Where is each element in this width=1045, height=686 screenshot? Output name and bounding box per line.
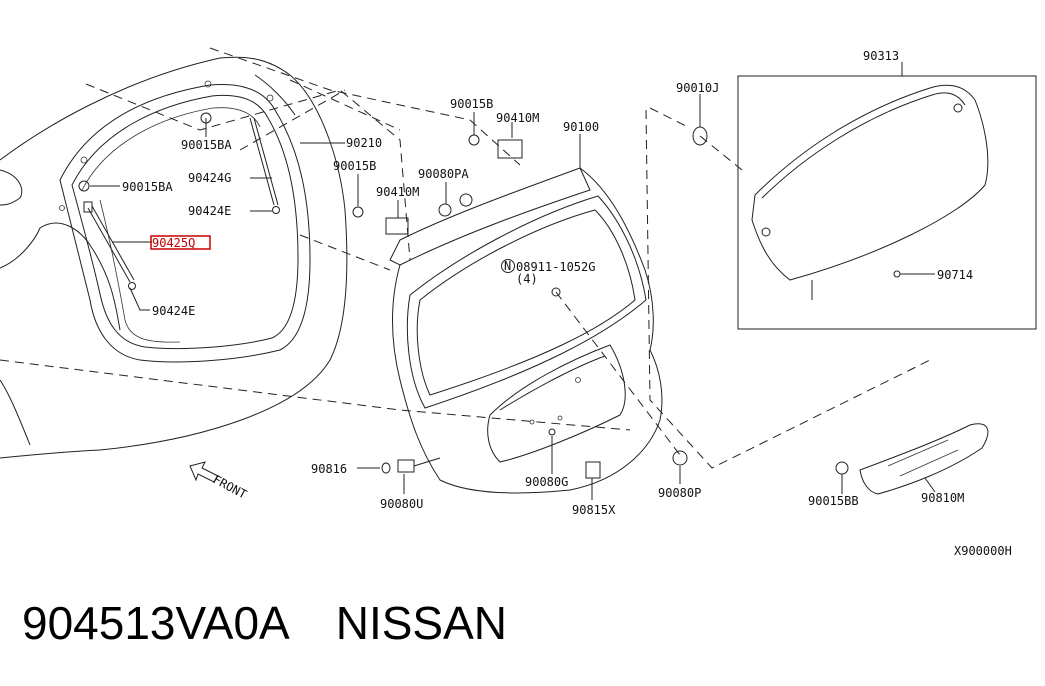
label-90410M-b: 90410M xyxy=(376,185,419,199)
label-circle-n xyxy=(501,259,515,273)
label-circle-n-glyph: N xyxy=(504,259,511,273)
label-90714: 90714 xyxy=(937,268,973,282)
label-90080U: 90080U xyxy=(380,497,423,511)
part-labels: 90015BA 90015BA 90424G 90424E 90425Q 904… xyxy=(122,49,1012,558)
caption-part-number: 904513VA0A xyxy=(22,597,290,649)
label-08911-qty: (4) xyxy=(516,272,538,286)
label-90015BA-b: 90015BA xyxy=(122,180,173,194)
label-90424G: 90424G xyxy=(188,171,231,185)
label-90815X: 90815X xyxy=(572,503,616,517)
label-90015BA-a: 90015BA xyxy=(181,138,232,152)
label-90424E-a: 90424E xyxy=(188,204,231,218)
label-90410M-a: 90410M xyxy=(496,111,539,125)
car-body-drawing xyxy=(0,56,348,459)
back-door-drawing xyxy=(389,167,663,494)
label-08911: 08911-1052G xyxy=(516,260,595,274)
label-90810M: 90810M xyxy=(921,491,964,505)
label-90816: 90816 xyxy=(311,462,347,476)
dashed-guide-lines xyxy=(0,47,931,469)
diagram-code: X900000H xyxy=(954,544,1012,558)
label-90080G: 90080G xyxy=(525,475,568,489)
label-90015BB: 90015BB xyxy=(808,494,859,508)
highlight-box xyxy=(150,235,211,250)
leader-lines xyxy=(90,62,936,500)
caption-brand: NISSAN xyxy=(335,597,507,649)
label-90015B-a: 90015B xyxy=(450,97,493,111)
label-90015B-b: 90015B xyxy=(333,159,376,173)
label-90100: 90100 xyxy=(563,120,599,134)
small-parts xyxy=(352,126,989,495)
front-arrow: FRONT xyxy=(189,461,249,502)
label-90313: 90313 xyxy=(863,49,899,63)
label-90210: 90210 xyxy=(346,136,382,150)
label-90424E-b: 90424E xyxy=(152,304,195,318)
label-90425Q: 90425Q xyxy=(152,236,195,250)
front-label: FRONT xyxy=(211,472,249,501)
spoiler-box xyxy=(737,75,1037,330)
label-90080PA: 90080PA xyxy=(418,167,469,181)
caption: 904513VA0A NISSAN xyxy=(22,596,507,650)
label-90080P: 90080P xyxy=(658,486,701,500)
label-90010J: 90010J xyxy=(676,81,719,95)
